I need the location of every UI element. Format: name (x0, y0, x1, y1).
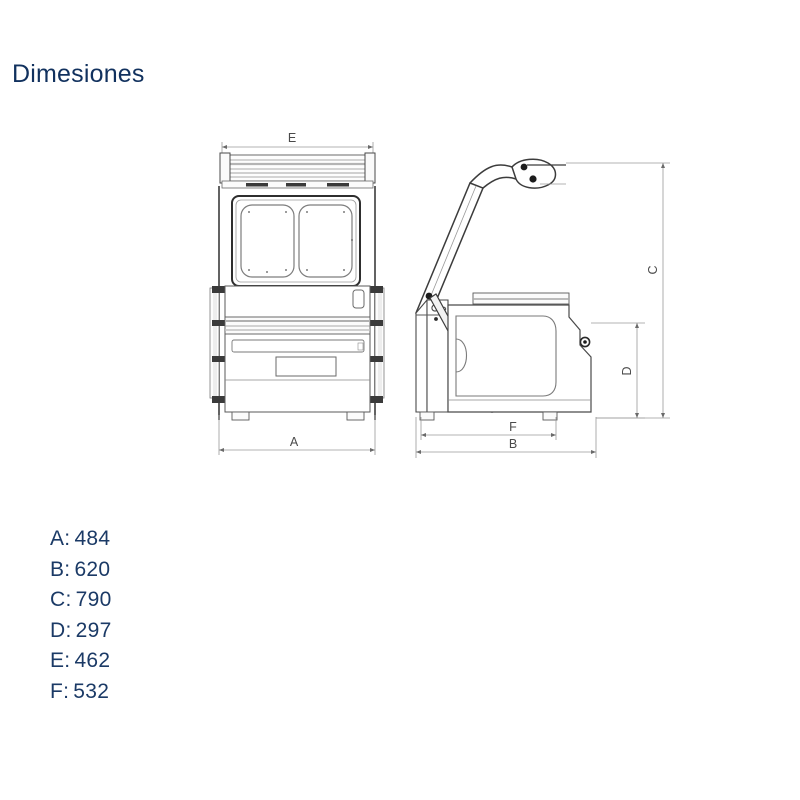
dimension-b: B (415, 417, 597, 458)
dimension-label-a: A (290, 435, 299, 449)
legend-value: 790 (75, 588, 112, 611)
legend-key: B: (50, 557, 71, 581)
front-view: E (209, 131, 385, 455)
front-top-seal-bar (219, 152, 376, 189)
legend-item: F:532 (50, 677, 350, 708)
side-rear-upright (415, 298, 449, 413)
front-chamber-tray-left (240, 204, 295, 278)
legend-value: 462 (74, 649, 111, 672)
side-body (447, 292, 592, 413)
front-side-posts (209, 186, 385, 420)
legend-key: F: (50, 679, 70, 703)
legend-key: C: (50, 588, 72, 611)
dimension-label-c: C (646, 265, 660, 274)
front-control-panel (275, 356, 337, 377)
legend-value: 620 (74, 557, 111, 581)
legend-key: E: (50, 649, 71, 672)
legend-item: C:790 (50, 585, 350, 616)
legend-key: D: (50, 618, 72, 642)
legend-value: 297 (75, 618, 112, 642)
dimension-a: A (218, 415, 376, 455)
dimension-label-b: B (509, 437, 517, 451)
legend-item: A:484 (50, 524, 350, 555)
legend-key: A: (50, 527, 71, 550)
front-chamber-tray-right (298, 204, 353, 278)
front-mid-seal-bar (224, 316, 371, 353)
dimension-label-f: F (509, 420, 517, 434)
side-view: C D F (415, 158, 670, 458)
dimension-label-e: E (288, 131, 296, 145)
dimension-label-d: D (620, 366, 634, 375)
front-feet (231, 411, 365, 421)
dimension-drawing: E (209, 131, 670, 458)
dimension-legend: A:484 B:620 C:790 D:297 E:462 F:532 (50, 524, 350, 707)
side-handle-grip (511, 158, 566, 189)
side-feet (419, 411, 558, 421)
legend-item: B:620 (50, 555, 350, 586)
legend-value: 532 (73, 679, 110, 703)
page-title: Dimesiones (12, 60, 145, 88)
legend-item: E:462 (50, 646, 350, 677)
legend-value: 484 (74, 527, 111, 550)
dimension-f: F (420, 417, 557, 440)
legend-item: D:297 (50, 616, 350, 647)
side-lid-arm (415, 164, 517, 319)
dimension-d: D (591, 322, 645, 419)
